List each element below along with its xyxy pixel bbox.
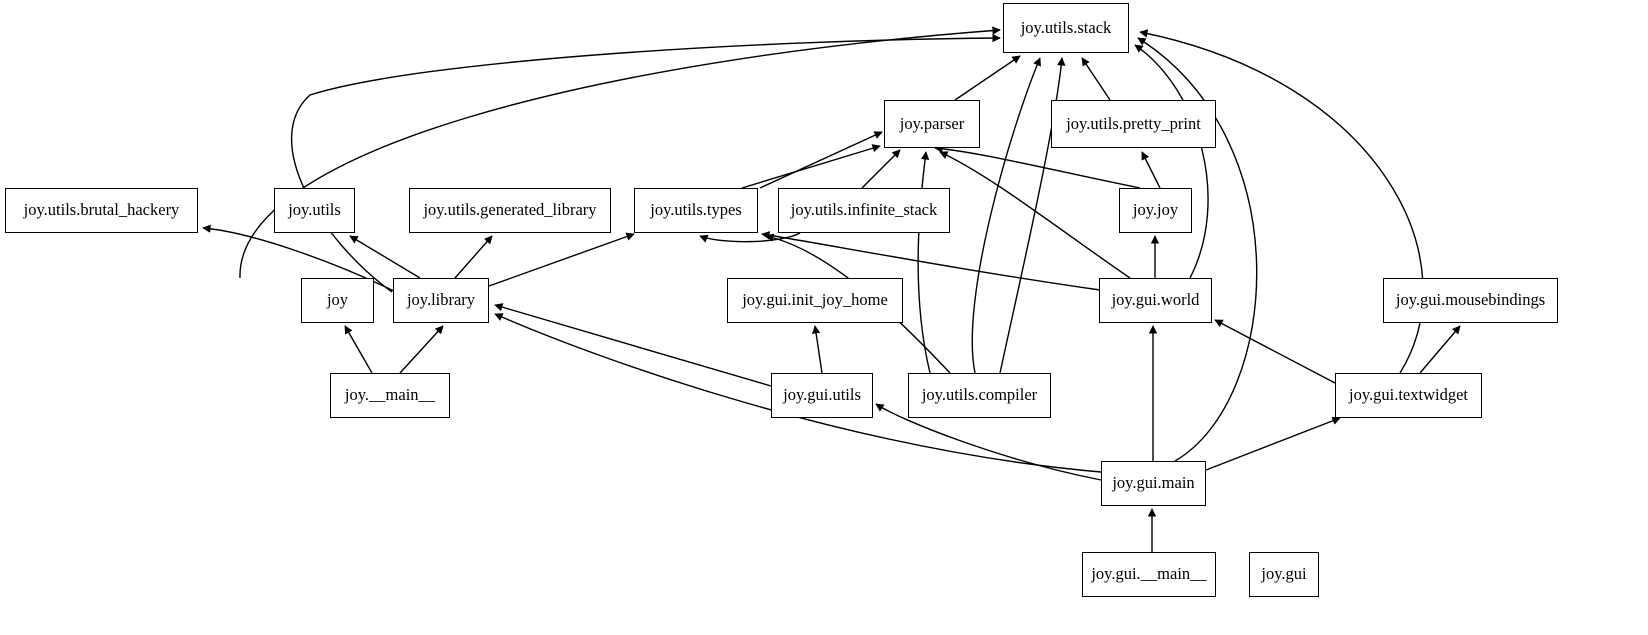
graph-edge-joy-parser--to--joy-utils-stack <box>954 55 1021 101</box>
graph-edge-joy-gui-textwidget--to--joy-gui-mousebindings <box>1419 325 1461 374</box>
graph-node-joy-gui-init-joy-home[interactable]: joy.gui.init_joy_home <box>727 278 903 323</box>
graph-edge-joy-library--to--joy-utils-stack <box>290 33 1001 293</box>
graph-node-label: joy.__main__ <box>344 385 436 405</box>
graph-edge-joy-gui-world--to--joy-utils-stack <box>1134 44 1209 279</box>
graph-edge-joy-utils-compiler--to--joy-parser <box>917 151 931 374</box>
graph-node-joy-utils[interactable]: joy.utils <box>274 188 355 233</box>
graph-node-joy-utils-brutal-hackery[interactable]: joy.utils.brutal_hackery <box>5 188 198 233</box>
graph-edge-joy-gui-main--to--joy-gui-textwidget <box>1205 416 1341 471</box>
graph-edge-joy-main---to--joy-library <box>399 325 444 374</box>
graph-node-joy-parser[interactable]: joy.parser <box>884 100 980 148</box>
graph-node-label: joy.gui.textwidget <box>1349 385 1468 405</box>
graph-edge-joy-library--to--joy-utils <box>349 235 421 279</box>
graph-edge-joy-joy--to--joy-parser <box>934 144 1141 189</box>
graph-node-label: joy.utils <box>288 200 341 220</box>
graph-node-joy[interactable]: joy <box>301 278 374 323</box>
graph-node-joy-gui-textwidget[interactable]: joy.gui.textwidget <box>1335 373 1482 418</box>
graph-node-joy-gui-mousebindings[interactable]: joy.gui.mousebindings <box>1383 278 1558 323</box>
graph-node-label: joy.gui.__main__ <box>1091 564 1207 584</box>
graph-node-label: joy <box>326 290 349 310</box>
graph-node-joy-utils-pretty-print[interactable]: joy.utils.pretty_print <box>1051 100 1216 148</box>
graph-node-label: joy.library <box>406 290 476 310</box>
graph-node-label: joy.gui <box>1261 564 1307 584</box>
graph-edge-joy-library--to--joy-utils-types <box>488 232 635 287</box>
graph-edge-joy-utils-infinite-stack--to--joy-utils-types <box>699 232 801 243</box>
graph-node-joy-utils-types[interactable]: joy.utils.types <box>634 188 758 233</box>
graph-node-label: joy.utils.generated_library <box>423 200 597 220</box>
graph-node-joy-utils-compiler[interactable]: joy.utils.compiler <box>908 373 1051 418</box>
graph-node-joy-library[interactable]: joy.library <box>393 278 489 323</box>
graph-node-joy-main[interactable]: joy.__main__ <box>330 373 450 418</box>
graph-node-joy-utils-stack[interactable]: joy.utils.stack <box>1003 3 1129 53</box>
graph-node-joy-joy[interactable]: joy.joy <box>1119 188 1192 233</box>
graph-edge-joy-gui-world--to--joy-parser <box>939 151 1131 279</box>
graph-node-label: joy.utils.compiler <box>921 385 1038 405</box>
graph-edge-joy-joy--to--joy-utils-pretty-print <box>1141 151 1161 189</box>
graph-node-label: joy.parser <box>899 113 965 133</box>
graph-node-label: joy.joy <box>1132 200 1179 220</box>
graph-node-joy-gui-utils[interactable]: joy.gui.utils <box>771 373 873 418</box>
graph-edge-joy-utils-types--to--joy-parser <box>759 131 883 189</box>
graph-edge-joy-gui-textwidget--to--joy-gui-world <box>1214 319 1336 384</box>
graph-edge-joy-utils-infinite-stack--to--joy-parser <box>861 149 901 189</box>
graph-edge-joy-utils-types--to--joy-parser <box>741 144 881 189</box>
graph-node-joy-utils-infinite-stack[interactable]: joy.utils.infinite_stack <box>778 188 950 233</box>
graph-node-label: joy.gui.init_joy_home <box>742 290 888 310</box>
graph-node-label: joy.gui.utils <box>783 385 861 405</box>
graph-node-joy-gui[interactable]: joy.gui <box>1249 552 1319 597</box>
graph-edge-joy-library--to--joy-utils-stack <box>239 26 1001 279</box>
graph-node-label: joy.utils.types <box>650 200 742 220</box>
graph-edge-joy-library--to--joy-utils-generated-library <box>454 235 493 279</box>
graph-node-label: joy.gui.mousebindings <box>1395 290 1546 310</box>
graph-edge-joy-main---to--joy <box>344 325 373 374</box>
graph-node-label: joy.utils.brutal_hackery <box>23 200 180 220</box>
graph-node-label: joy.utils.infinite_stack <box>790 200 938 220</box>
graph-node-label: joy.utils.stack <box>1020 17 1112 37</box>
graph-edge-joy-utils-pretty-print--to--joy-utils-stack <box>1081 57 1111 101</box>
graph-node-joy-utils-generated-library[interactable]: joy.utils.generated_library <box>409 188 611 233</box>
graph-node-label: joy.utils.pretty_print <box>1066 113 1201 133</box>
graph-node-label: joy.gui.main <box>1112 473 1195 493</box>
graph-node-label: joy.gui.world <box>1111 290 1200 310</box>
graph-node-joy-gui-world[interactable]: joy.gui.world <box>1099 278 1212 323</box>
graph-edge-joy-utils-compiler--to--joy-utils-stack <box>971 57 1041 374</box>
graph-edge-joy-gui-utils--to--joy-gui-init-joy-home <box>811 325 823 374</box>
graph-node-joy-gui-main[interactable]: joy.gui.main <box>1101 461 1206 506</box>
graph-node-joy-gui-main[interactable]: joy.gui.__main__ <box>1082 552 1216 597</box>
